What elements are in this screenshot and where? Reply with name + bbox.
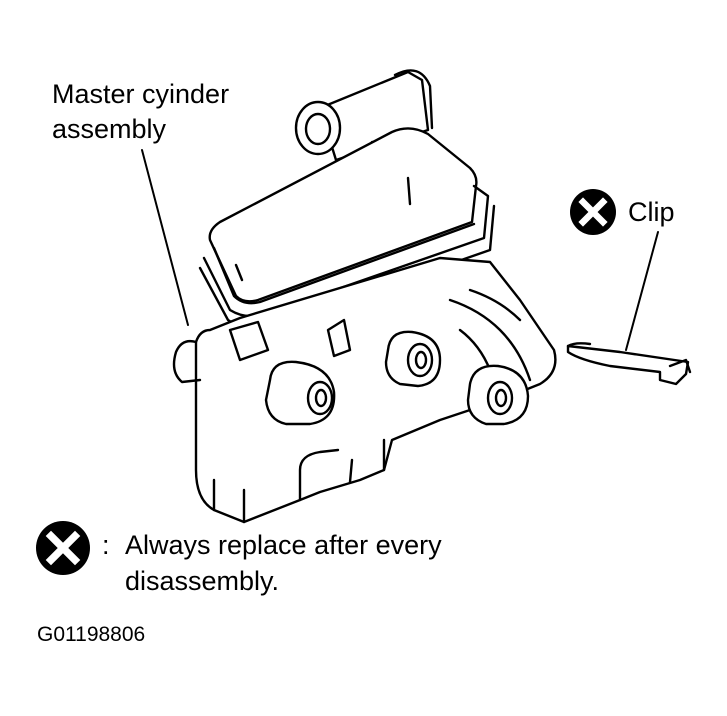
master-cylinder-leader-line bbox=[141, 149, 189, 326]
mounting-boss-right bbox=[466, 364, 530, 426]
master-cylinder-label-line2: assembly bbox=[52, 114, 167, 144]
legend-separator: : bbox=[102, 530, 110, 560]
legend-text-line2: disassembly. bbox=[125, 566, 280, 596]
x-circle-icon bbox=[36, 521, 90, 575]
clip-leader-line bbox=[625, 231, 659, 351]
mounting-boss-left bbox=[264, 360, 336, 426]
figure-code: G01198806 bbox=[37, 623, 146, 646]
clip-label: Clip bbox=[628, 197, 675, 227]
cylinder-body bbox=[172, 256, 557, 524]
clip-part bbox=[566, 342, 692, 386]
master-cylinder-label-line1: Master cyinder bbox=[52, 79, 230, 109]
legend-text-line1: Always replace after every bbox=[125, 530, 442, 560]
x-circle-icon bbox=[570, 189, 616, 235]
mounting-boss-center bbox=[384, 330, 442, 388]
